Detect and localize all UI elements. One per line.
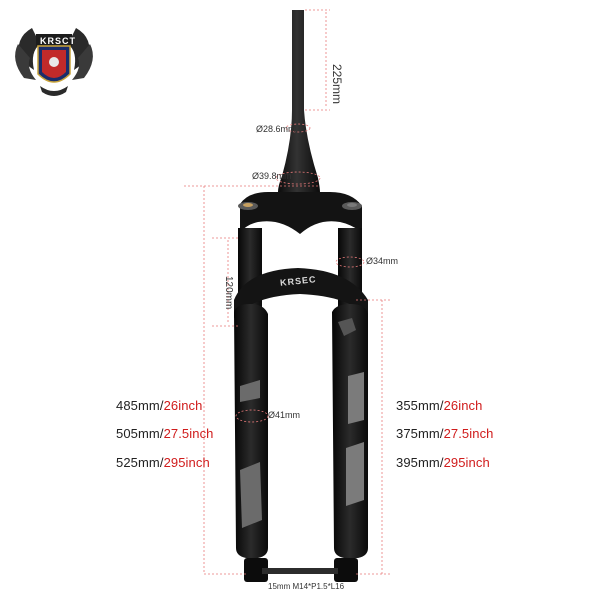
- right-spec-29: 395mm/295inch: [396, 455, 490, 470]
- right-spec-27-5-mm: 375mm/: [396, 426, 444, 441]
- steerer-bottom-diameter-label: Ø39.8mm: [252, 171, 292, 181]
- rebound-knob: [338, 318, 356, 336]
- left-dropout: [244, 558, 268, 582]
- logo-text: KRSCT: [40, 36, 76, 46]
- steerer-length-label: 225mm: [330, 64, 344, 105]
- left-spec-27-5-inch: 27.5inch: [163, 426, 214, 441]
- right-dropout: [334, 558, 358, 582]
- thru-axle: [262, 568, 338, 574]
- right-spec-26: 355mm/26inch: [396, 398, 482, 413]
- right-spec-26-inch: 26inch: [443, 398, 483, 413]
- right-spec-26-mm: 355mm/: [396, 398, 444, 413]
- left-spec-26-mm: 485mm/: [116, 398, 164, 413]
- left-spec-26-inch: 26inch: [163, 398, 203, 413]
- lower-diameter-label: Ø41mm: [268, 410, 301, 420]
- stanchion-diameter-label: Ø34mm: [366, 256, 399, 266]
- fork-arch: [234, 268, 368, 318]
- right-spec-29-mm: 395mm/: [396, 455, 444, 470]
- travel-label: 120mm: [223, 276, 234, 310]
- dimension-lines: [184, 9, 392, 575]
- left-spec-27-5: 505mm/27.5inch: [116, 426, 214, 441]
- left-spec-29: 525mm/295inch: [116, 455, 210, 470]
- right-lower-leg: [332, 304, 368, 558]
- right-spec-29-inch: 295inch: [443, 455, 490, 470]
- steerer-top-diameter-label: Ø28.6mm: [256, 124, 296, 134]
- steerer-tube: [278, 10, 320, 192]
- left-spec-29-inch: 295inch: [163, 455, 210, 470]
- left-spec-26: 485mm/26inch: [116, 398, 202, 413]
- right-leg-graphic: [346, 372, 364, 506]
- left-spec-29-mm: 525mm/: [116, 455, 164, 470]
- right-spec-27-5: 375mm/27.5inch: [396, 426, 494, 441]
- right-spec-27-5-inch: 27.5inch: [443, 426, 494, 441]
- left-spec-27-5-mm: 505mm/: [116, 426, 164, 441]
- fork-crown: [240, 192, 362, 234]
- axle-spec-label: 15mm M14*P1.5*L16: [268, 582, 345, 591]
- left-leg-graphic: [240, 380, 262, 528]
- brand-logo-emblem: [15, 28, 93, 96]
